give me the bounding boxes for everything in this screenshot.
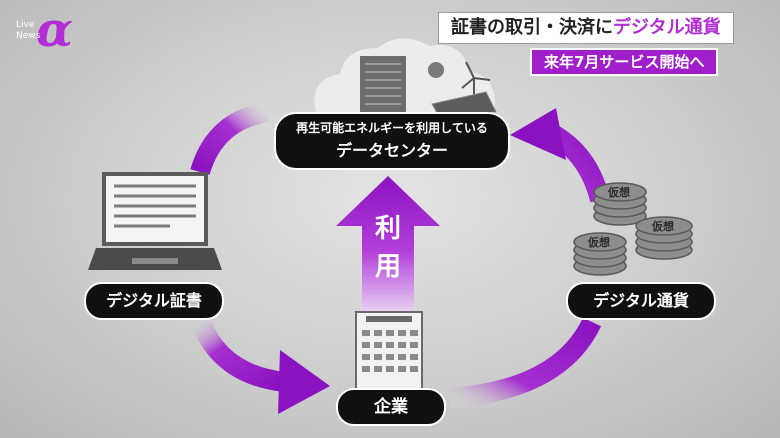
use-arrow [336,176,440,312]
headline-caption: 証書の取引・決済にデジタル通貨 [438,12,734,44]
arrow-left-bottom-head [278,350,330,414]
use-label-char-2: 用 [374,252,401,282]
subtitle-caption: 来年7月サービス開始へ [530,48,719,76]
digital-currency-node: デジタル通貨 [566,282,716,320]
arrow-right-up-head [510,108,566,160]
data-center-subtitle: 再生可能エネルギーを利用している [296,121,488,135]
coin-label: 仮想 [587,235,610,249]
digital-certificate-node: デジタル証書 [84,282,224,320]
alpha-logo-mark: α [36,2,73,58]
arrow-top-left [190,102,270,176]
sun-icon [428,62,444,78]
headline-highlight: デジタル通貨 [613,17,721,38]
data-center-node: 再生可能エネルギーを利用している データセンター [274,112,510,170]
logo-live-text: Live [16,20,35,30]
logo-news-text: News [16,31,41,41]
headline-text: 証書の取引・決済に [451,17,613,38]
live-news-alpha-logo: α Live News [14,2,74,58]
data-center-title: データセンター [335,141,448,160]
company-node: 企業 [336,388,446,426]
arrow-bottom-right [449,317,602,408]
coin-label: 仮想 [607,185,630,199]
use-label-char-1: 利 [374,214,401,244]
arrow-left-bottom [190,316,287,392]
coin-label: 仮想 [651,219,674,233]
